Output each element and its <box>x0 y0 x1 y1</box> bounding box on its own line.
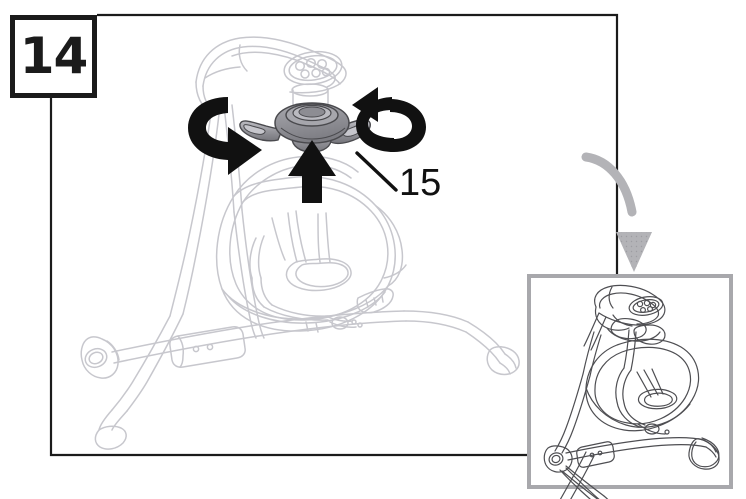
part-callout-number: 15 <box>399 162 442 204</box>
inset-frame <box>527 274 733 489</box>
frame-right-leg <box>465 321 520 376</box>
step-number: 14 <box>19 26 89 85</box>
base-hub-left <box>80 336 120 379</box>
swing-illustration-main <box>80 36 520 450</box>
swing-illustration-inset <box>543 284 720 499</box>
seat-shell <box>215 175 407 333</box>
rotate-left-arrow <box>188 97 262 175</box>
transition-arrow <box>581 152 652 272</box>
inset-right-foot <box>688 438 720 470</box>
callout-leader-line <box>355 151 398 192</box>
push-up-arrow <box>288 140 336 203</box>
step-number-box: 14 <box>10 15 97 98</box>
part-15-rotating-collar <box>239 102 371 153</box>
inset-seat-shell <box>585 338 700 435</box>
rotate-right-arrow <box>352 87 426 152</box>
frame-left-leg <box>94 313 184 450</box>
motor-housing <box>195 36 347 114</box>
